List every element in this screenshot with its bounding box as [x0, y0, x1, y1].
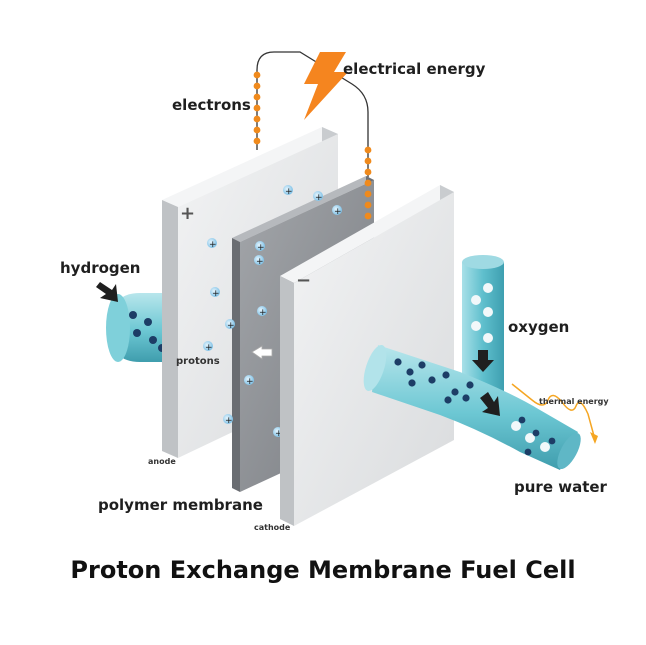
- electron-dot: [253, 137, 261, 145]
- svg-text:+: +: [227, 321, 235, 331]
- hydrogen-molecule: [406, 368, 414, 376]
- water-molecule: [548, 437, 556, 445]
- svg-text:+: +: [225, 416, 233, 426]
- hydrogen-molecule: [149, 336, 157, 344]
- hydrogen-molecule: [133, 329, 141, 337]
- cathode-minus-sign: −: [296, 270, 311, 291]
- electron-dot: [364, 168, 372, 176]
- hydrogen-molecule: [451, 388, 459, 396]
- oxygen-molecule: [483, 283, 493, 293]
- hydrogen-molecule: [462, 394, 470, 402]
- electron-dot: [253, 126, 261, 134]
- label-polymer-membrane: polymer membrane: [98, 496, 263, 514]
- electron-dot: [364, 157, 372, 165]
- thermal-energy-wave-icon: [511, 383, 595, 437]
- electron-dot: [253, 93, 261, 101]
- water-molecule: [540, 442, 550, 452]
- lightning-bolt-icon: [304, 52, 348, 120]
- svg-text:+: +: [275, 429, 283, 439]
- proton-icon: +: [223, 414, 233, 426]
- hydrogen-molecule: [428, 376, 436, 384]
- electrons-left: [253, 71, 261, 145]
- proton-icon: +: [254, 255, 264, 267]
- proton-icon: +: [332, 205, 342, 217]
- svg-text:+: +: [259, 308, 267, 318]
- electron-dot: [364, 190, 372, 198]
- electron-dot: [253, 104, 261, 112]
- proton-icon: +: [283, 185, 293, 197]
- water-molecule: [525, 433, 535, 443]
- thermal-arrow-head-icon: [590, 432, 598, 444]
- svg-text:+: +: [212, 289, 220, 299]
- proton-icon: +: [255, 241, 265, 253]
- proton-icon: +: [207, 238, 217, 250]
- label-anode: anode: [148, 457, 176, 466]
- electron-dot: [364, 201, 372, 209]
- oxygen-inflow-arrow-icon: [472, 350, 494, 372]
- electron-dot: [253, 82, 261, 90]
- svg-text:+: +: [205, 343, 213, 353]
- anode-plus-sign: +: [180, 203, 195, 224]
- hydrogen-inflow-arrow-icon: [96, 282, 118, 302]
- oxygen-molecule: [483, 333, 493, 343]
- diagram-title: Proton Exchange Membrane Fuel Cell: [70, 556, 575, 584]
- protons-group: + + + + + + + + + + + + +: [203, 185, 342, 439]
- proton-flow-arrow: [251, 345, 273, 360]
- svg-text:+: +: [315, 193, 323, 203]
- proton-icon: +: [244, 375, 254, 387]
- electron-dot: [364, 212, 372, 220]
- hydrogen-molecule: [418, 361, 426, 369]
- svg-text:+: +: [257, 243, 265, 253]
- label-pure-water: pure water: [514, 478, 608, 496]
- label-oxygen: oxygen: [508, 318, 569, 336]
- label-thermal-energy: thermal energy: [539, 397, 609, 406]
- electron-dot: [364, 179, 372, 187]
- proton-icon: +: [210, 287, 220, 299]
- water-outflow-arrow-icon: [480, 392, 500, 416]
- hydrogen-molecule: [129, 311, 137, 319]
- water-molecule: [511, 421, 521, 431]
- oxygen-water-tubes: [363, 255, 581, 470]
- proton-icon: +: [225, 319, 235, 331]
- water-molecule: [532, 429, 540, 437]
- oxygen-molecule: [471, 295, 481, 305]
- hydrogen-molecule: [444, 396, 452, 404]
- water-molecule: [524, 448, 532, 456]
- proton-icon: +: [313, 191, 323, 203]
- label-hydrogen: hydrogen: [60, 259, 141, 277]
- water-molecule: [518, 416, 526, 424]
- label-protons: protons: [176, 356, 220, 367]
- hydrogen-molecule: [408, 379, 416, 387]
- circuit-wire: [256, 51, 369, 240]
- proton-icon: +: [203, 341, 213, 353]
- label-electrical-energy: electrical energy: [343, 60, 486, 78]
- hydrogen-molecule: [466, 381, 474, 389]
- electron-dot: [364, 146, 372, 154]
- proton-icon: +: [257, 306, 267, 318]
- svg-text:+: +: [209, 240, 217, 250]
- oxygen-molecule: [483, 307, 493, 317]
- oxygen-molecule: [471, 321, 481, 331]
- label-cathode: cathode: [254, 523, 291, 532]
- hydrogen-molecule: [394, 358, 402, 366]
- svg-text:+: +: [246, 377, 254, 387]
- electrons-right: [364, 146, 372, 220]
- electron-dot: [253, 71, 261, 79]
- hydrogen-molecule: [442, 371, 450, 379]
- svg-text:+: +: [334, 207, 342, 217]
- hydrogen-molecule: [144, 318, 152, 326]
- electron-dot: [253, 115, 261, 123]
- svg-text:+: +: [256, 257, 264, 267]
- label-electrons: electrons: [172, 96, 251, 114]
- svg-text:+: +: [285, 187, 293, 197]
